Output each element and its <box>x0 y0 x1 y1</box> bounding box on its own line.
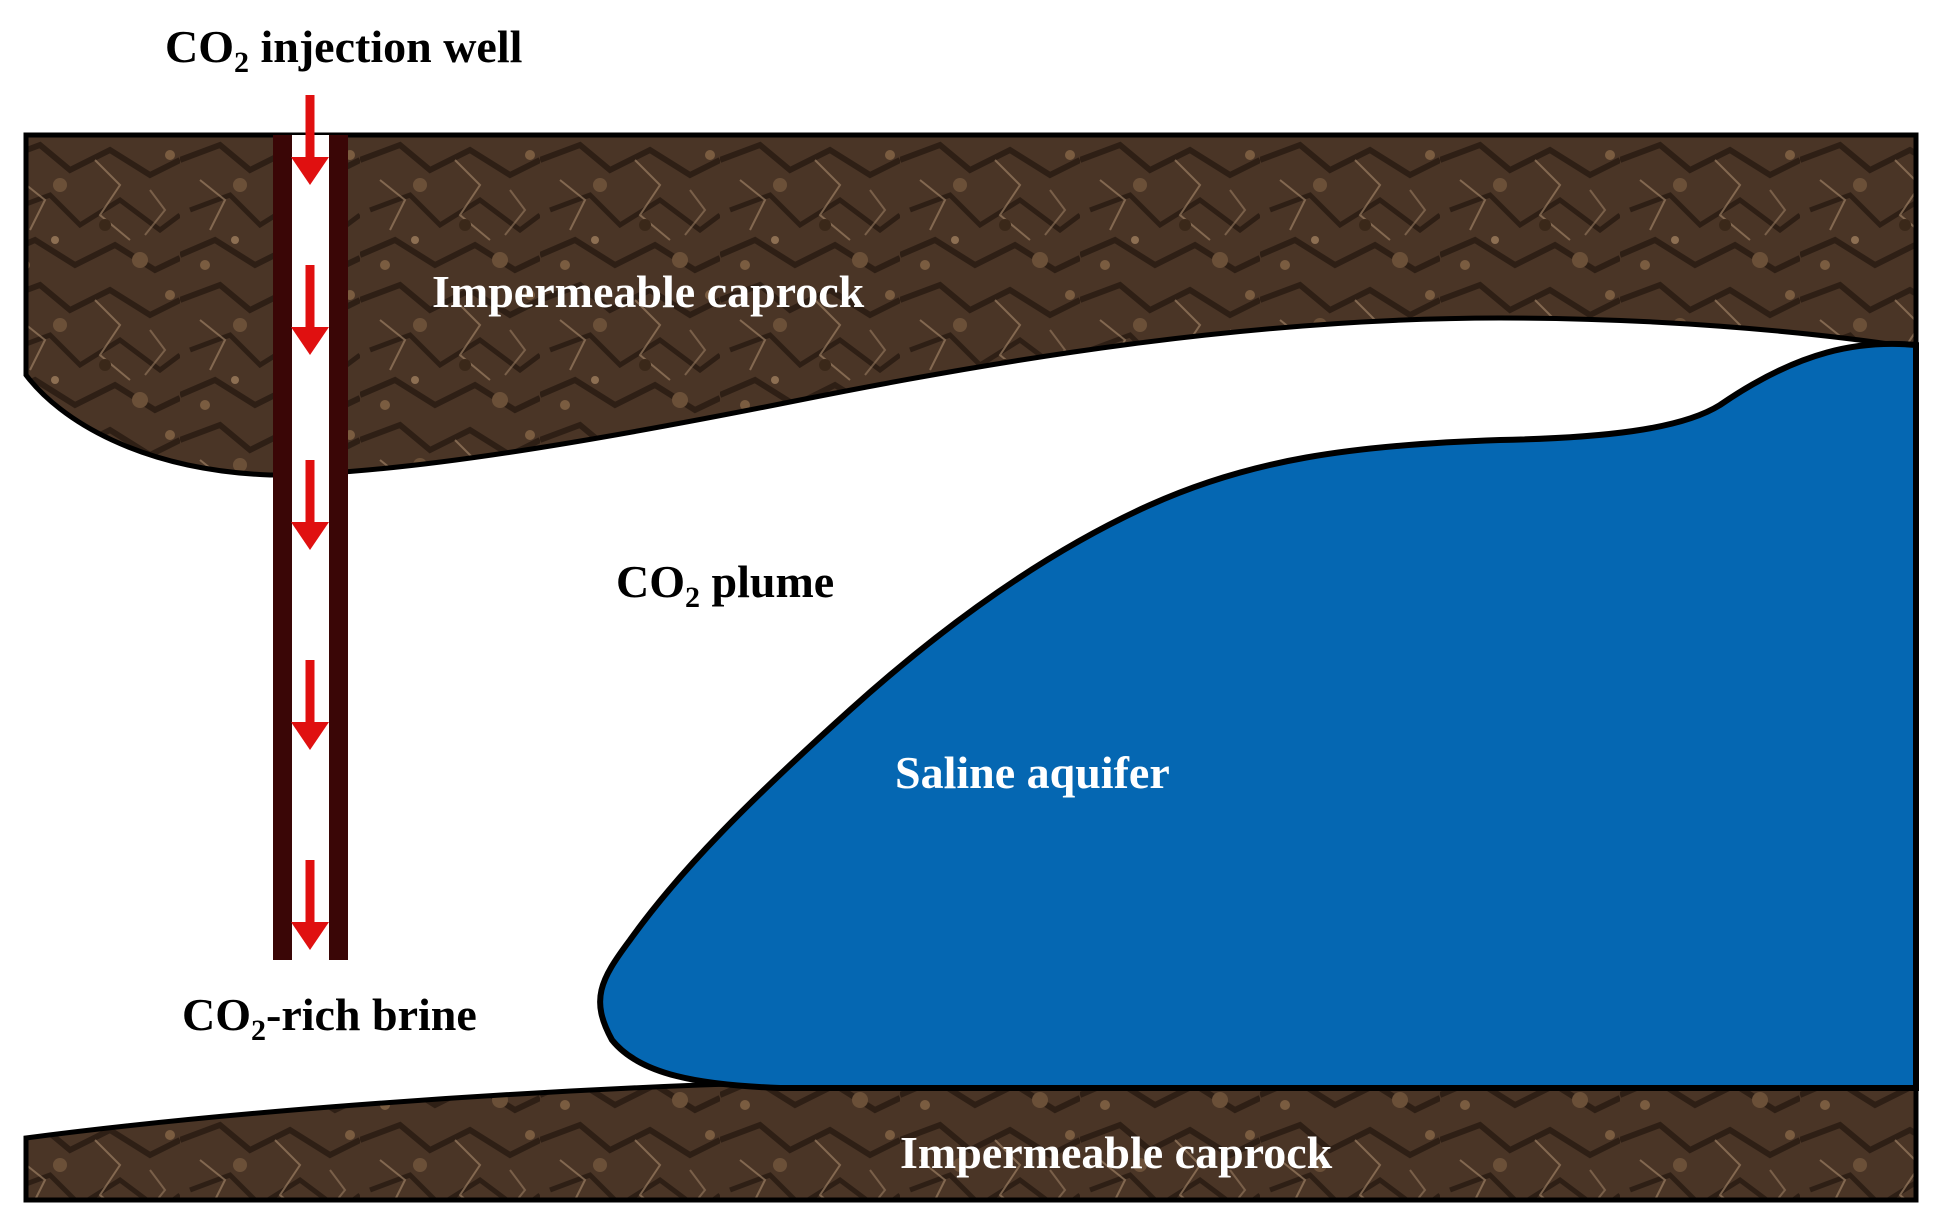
label-saline-aquifer: Saline aquifer <box>895 747 1170 798</box>
label-caprock-top: Impermeable caprock <box>432 266 865 317</box>
injection-well <box>273 95 348 960</box>
top-caprock <box>23 132 1919 478</box>
well-arrow-head <box>291 327 329 355</box>
well-arrow-head <box>291 522 329 550</box>
saline-aquifer-region <box>597 340 1919 1091</box>
label-injection-well: CO2 injection well <box>165 21 522 79</box>
well-arrow-head <box>291 722 329 750</box>
label-caprock-bottom: Impermeable caprock <box>900 1127 1333 1178</box>
well-arrows <box>291 95 329 950</box>
well-arrow-head <box>291 922 329 950</box>
label-co2-rich-brine: CO2-rich brine <box>182 989 477 1047</box>
label-co2-plume: CO2 plume <box>616 556 834 614</box>
well-arrow-head <box>291 157 329 185</box>
